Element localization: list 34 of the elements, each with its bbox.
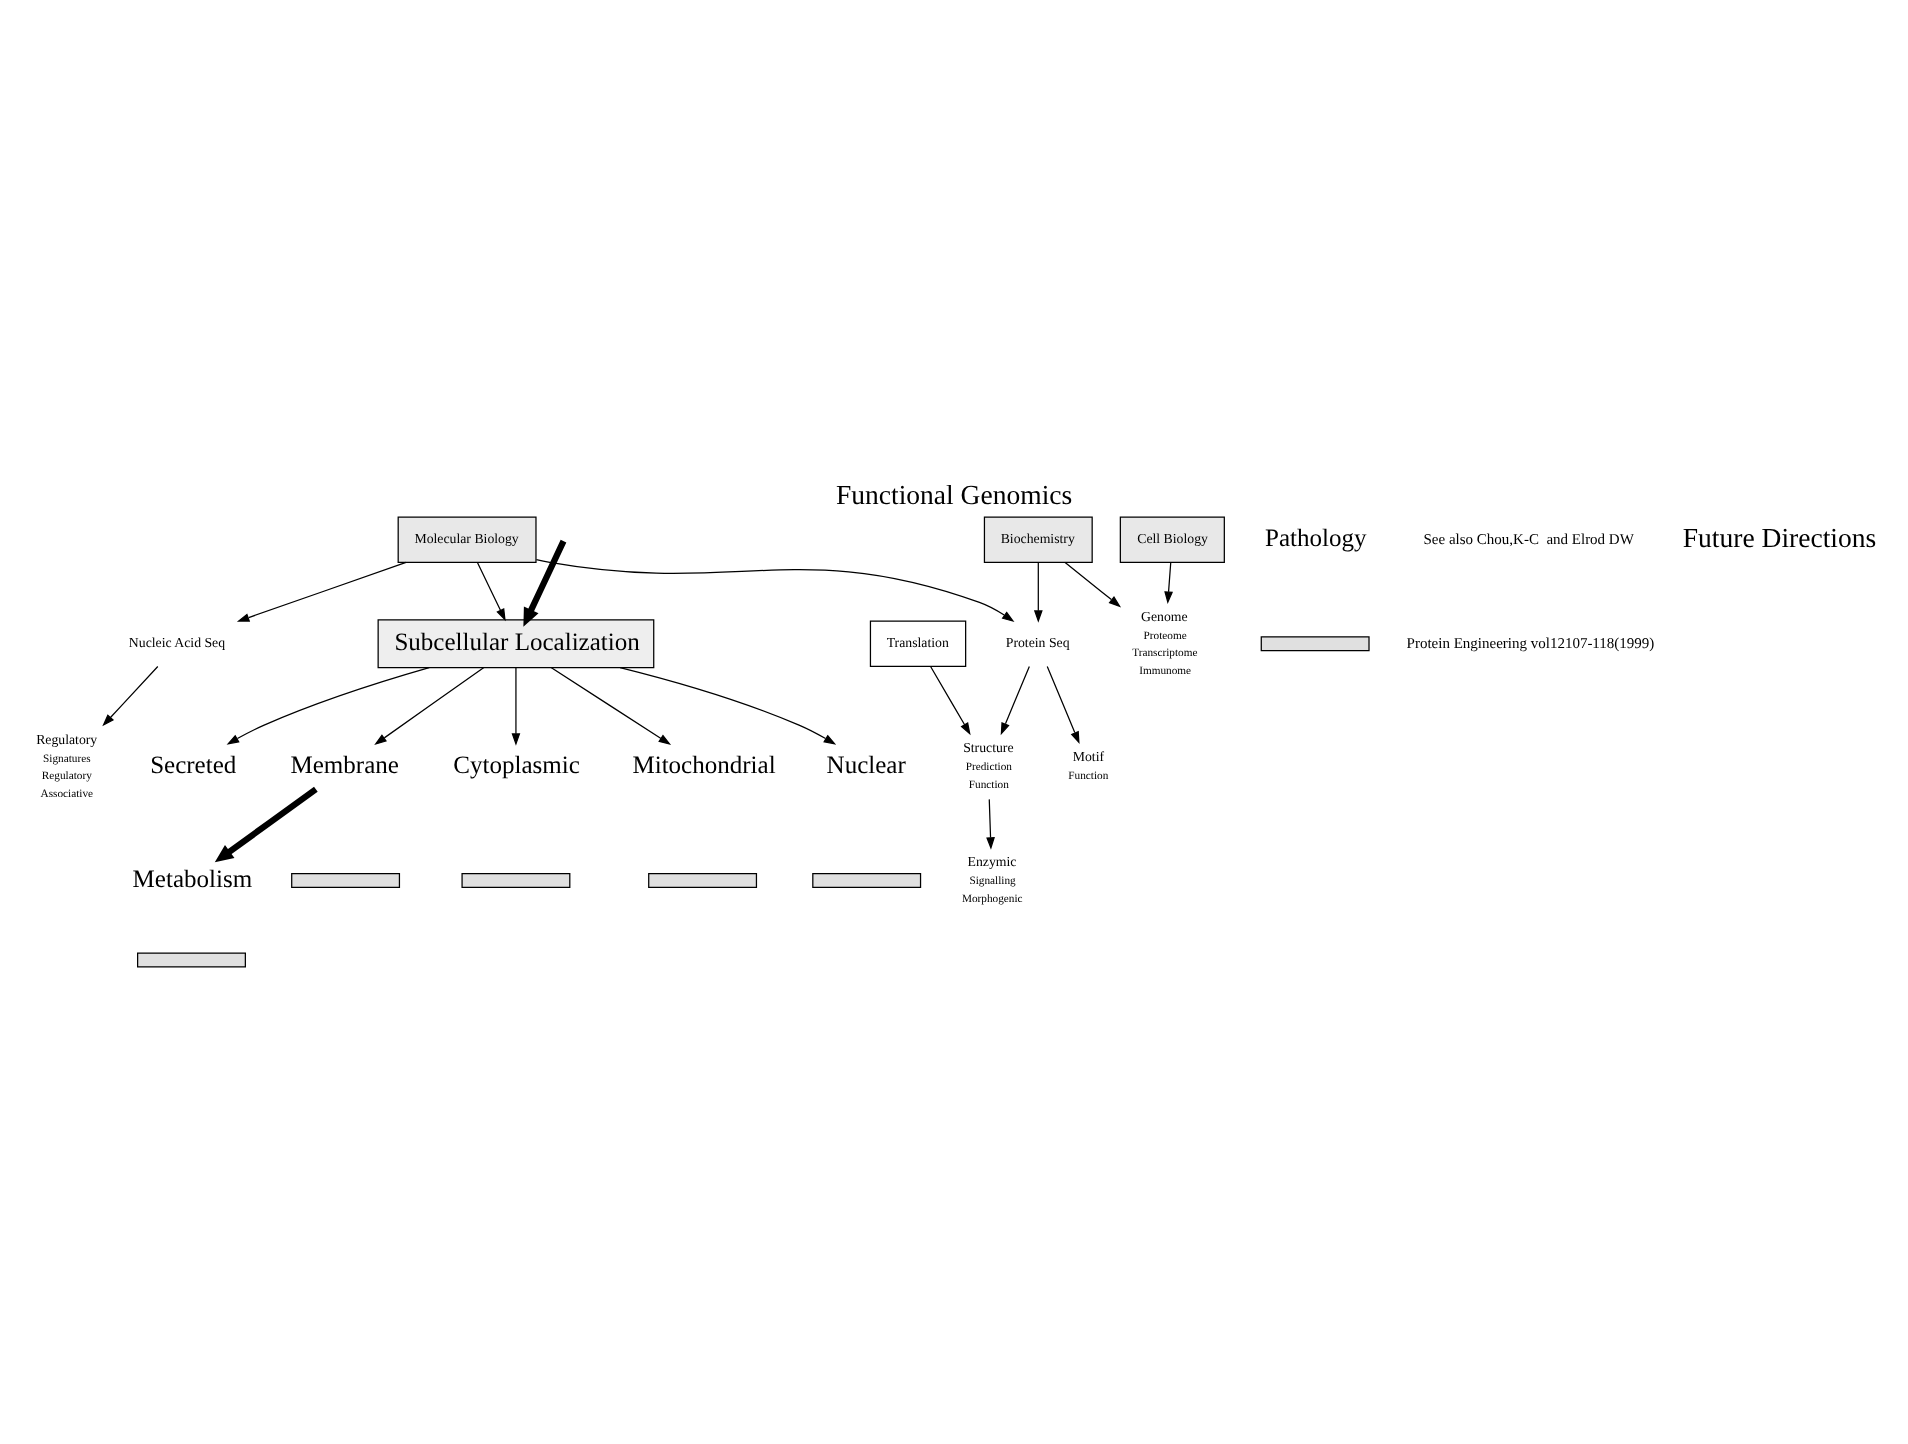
node-box (290, 872, 400, 888)
node-text: Mitochondrial (631, 750, 775, 779)
arrow (1063, 561, 1121, 608)
node-box (136, 952, 245, 968)
diagram-title: Functional Genomics (835, 480, 1072, 511)
node-text: Secreted (149, 750, 236, 779)
arrow (510, 666, 520, 746)
arrow (101, 665, 158, 727)
arrow (373, 666, 484, 745)
arrow (985, 798, 994, 850)
arrow (999, 665, 1029, 736)
node-text: Metabolism (131, 864, 252, 893)
node-box (647, 872, 757, 888)
arrow (213, 786, 317, 863)
node-box (1259, 636, 1369, 652)
arrow (475, 561, 505, 622)
arrow (534, 559, 1014, 623)
arrow (225, 667, 429, 745)
node-box (460, 872, 570, 888)
arrow (618, 666, 836, 745)
label: Future Directions (1681, 522, 1876, 553)
arrow (1032, 561, 1042, 623)
node-text: Cytoplasmic (452, 750, 579, 779)
node-text: Nuclear (825, 750, 905, 779)
node-text: Pathology (1264, 524, 1366, 552)
arrow (235, 561, 406, 622)
arrow (1163, 561, 1172, 604)
node-box: Subcellular Localization (376, 619, 654, 669)
node-box (811, 872, 921, 888)
arrow (1045, 665, 1079, 744)
arrow (549, 666, 671, 745)
arrow (522, 539, 566, 627)
node-text: Membrane (289, 750, 398, 779)
arrow (928, 665, 970, 736)
